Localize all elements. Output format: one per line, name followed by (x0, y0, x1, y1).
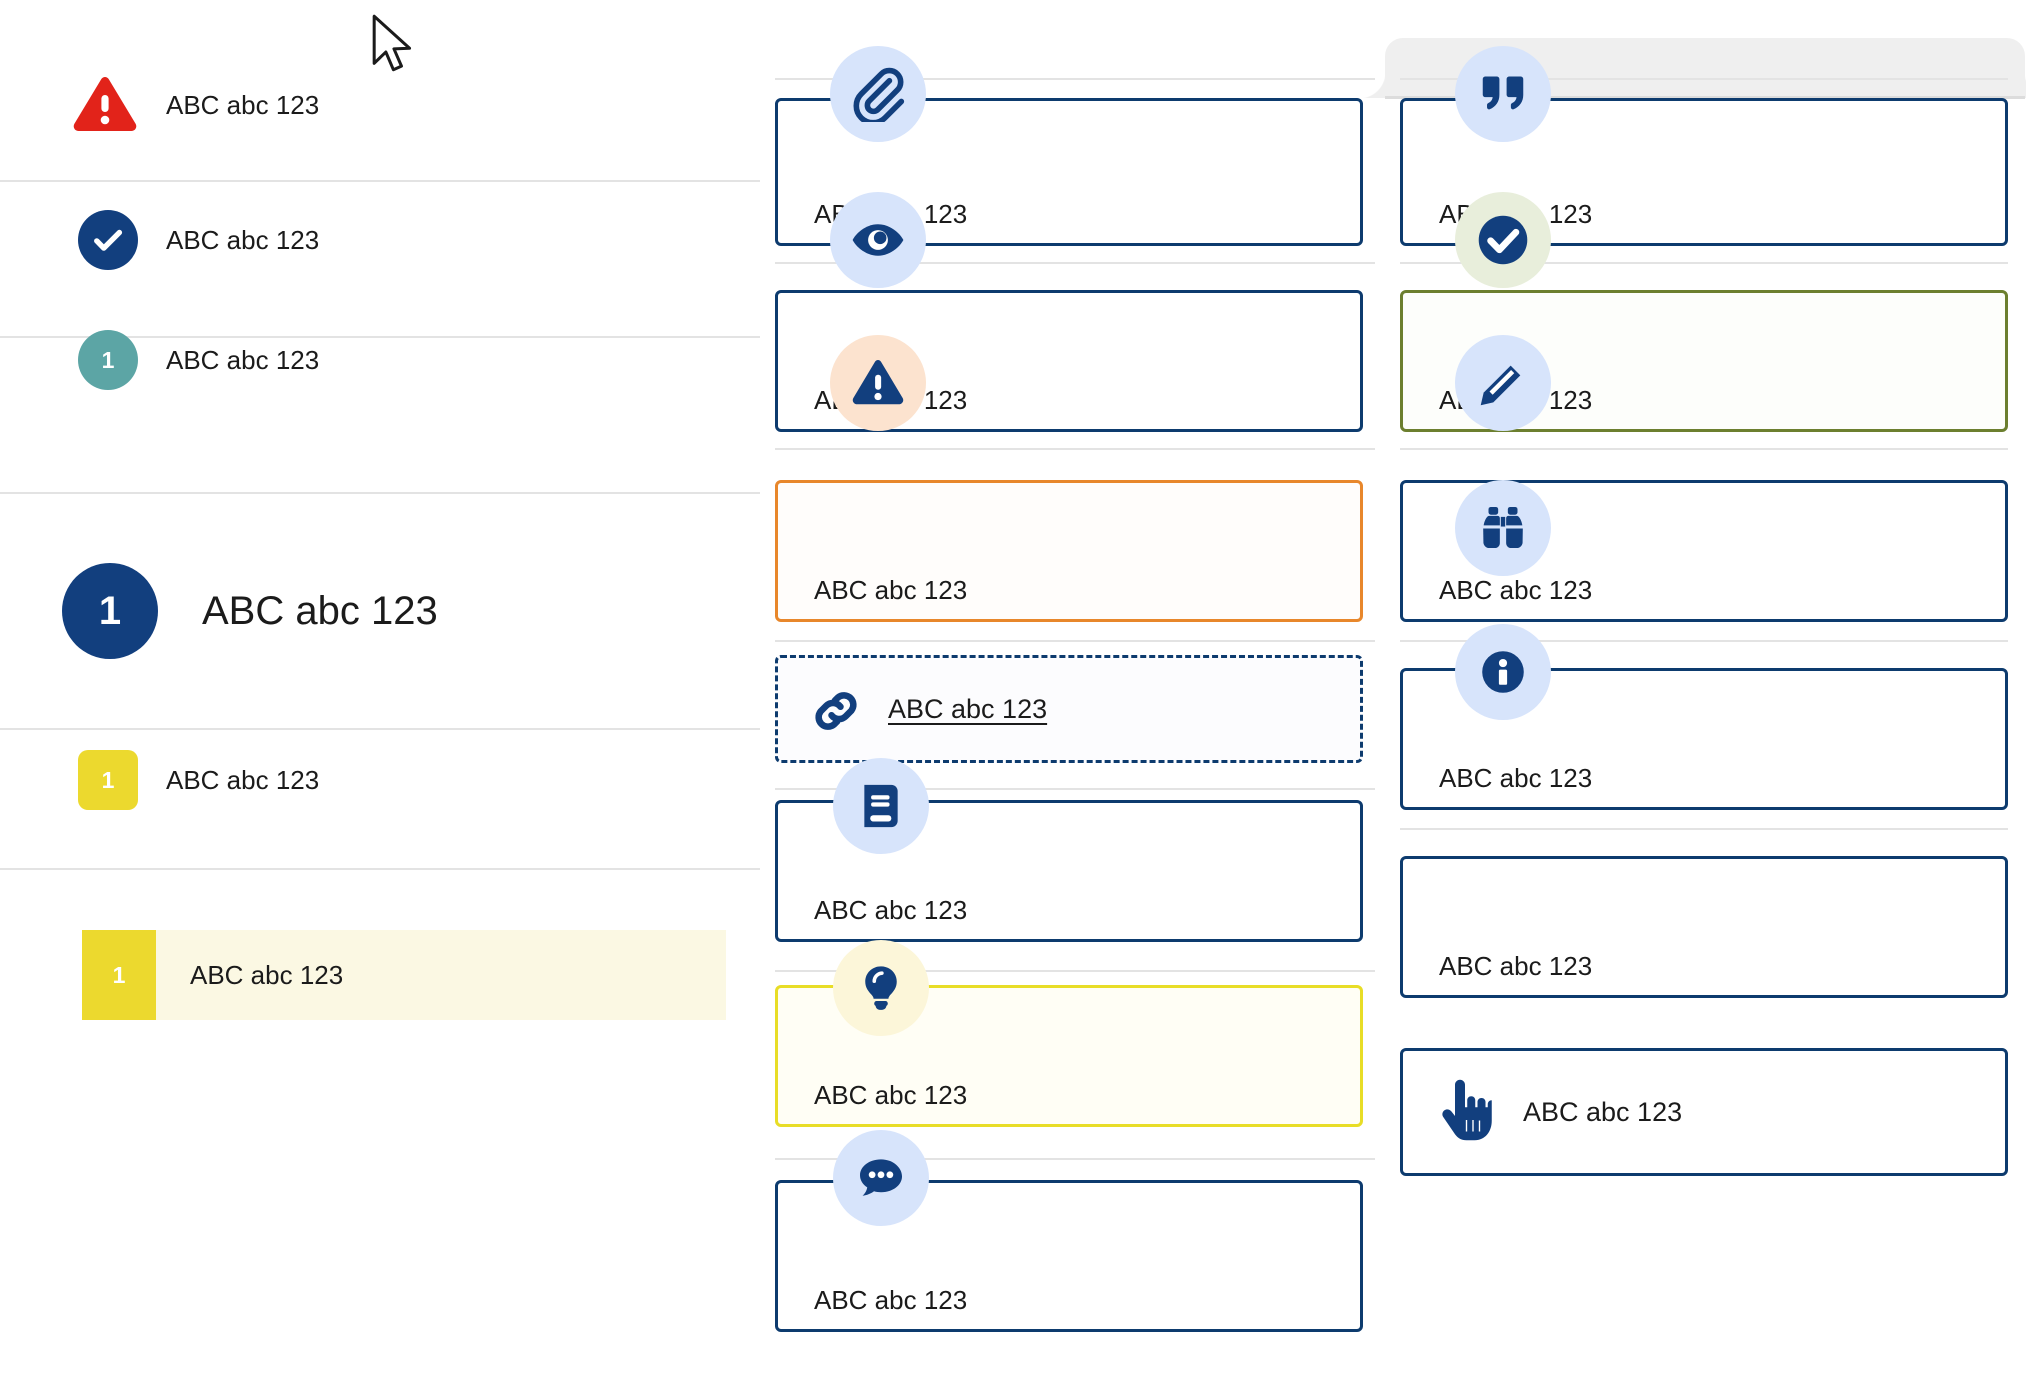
card-action[interactable]: ABC abc 123 (1400, 1048, 2008, 1176)
card-body: ABC abc 123 (814, 897, 1340, 923)
list-item-highlighted[interactable]: 1 ABC abc 123 (82, 930, 726, 1020)
book-icon (833, 758, 929, 854)
badge-number: 1 (112, 961, 126, 988)
card-separator (775, 78, 1375, 80)
card-link[interactable]: ABC abc 123 (775, 655, 1363, 763)
card-label: ABC abc 123 (814, 1080, 968, 1110)
eye-icon (830, 192, 926, 288)
background-panel-line (1385, 96, 2025, 99)
lightbulb-icon (833, 940, 929, 1036)
card-label: ABC abc 123 (814, 895, 968, 925)
pointing-hand-icon (1430, 1072, 1500, 1152)
mouse-pointer-icon (370, 14, 416, 78)
card-label: ABC abc 123 (1439, 763, 1593, 793)
badge-number: 1 (101, 346, 115, 373)
list-item-number-teal[interactable]: 1 ABC abc 123 (0, 315, 760, 405)
card-separator (775, 970, 1375, 972)
card-link-label[interactable]: ABC abc 123 (888, 693, 1048, 724)
card-body: ABC abc 123 (814, 1082, 1340, 1108)
card-separator (1400, 262, 2008, 264)
list-item-number-large[interactable]: 1 ABC abc 123 (0, 552, 760, 670)
pencil-icon (1455, 335, 1551, 431)
binoculars-icon (1455, 480, 1551, 576)
list-item-label: ABC abc 123 (166, 224, 320, 255)
link-chain-icon (807, 687, 865, 735)
card-info[interactable]: ABC abc 123 (1400, 856, 2008, 998)
list-separator (0, 728, 760, 730)
badge-number: 1 (98, 588, 122, 633)
card-separator (775, 262, 1375, 264)
card-separator (1400, 78, 2008, 80)
card-body: ABC abc 123 (1439, 765, 1985, 791)
paperclip-icon (830, 46, 926, 142)
warning-triangle-icon (72, 75, 138, 135)
info-circle-icon (1455, 624, 1551, 720)
list-separator (0, 492, 760, 494)
card-separator (775, 1158, 1375, 1160)
badge-number: 1 (101, 766, 115, 793)
number-circle-icon: 1 (62, 563, 158, 659)
list-separator (0, 868, 760, 870)
list-item-label: ABC abc 123 (166, 344, 320, 375)
card-body: ABC abc 123 (1523, 1051, 1682, 1173)
list-separator (0, 180, 760, 182)
card-body: ABC abc 123 (1439, 577, 1985, 603)
number-square-icon: 1 (78, 750, 138, 810)
card-body: ABC abc 123 (814, 1287, 1340, 1313)
list-item-label: ABC abc 123 (202, 588, 438, 633)
list-item-label: ABC abc 123 (166, 764, 320, 795)
card-separator (775, 640, 1375, 642)
check-circle-icon (1455, 192, 1551, 288)
card-separator (1400, 448, 2008, 450)
card-separator (1400, 828, 2008, 830)
card-warning[interactable]: ABC abc 123 (775, 480, 1363, 622)
check-circle-icon (78, 210, 138, 270)
list-item-label: ABC abc 123 (166, 89, 320, 120)
card-body: ABC abc 123 (814, 577, 1340, 603)
card-separator (775, 788, 1375, 790)
left-list-column: ABC abc 123 ABC abc 123 1 ABC abc 123 1 … (0, 0, 760, 1392)
number-square-icon: 1 (82, 930, 156, 1020)
card-label: ABC abc 123 (1439, 575, 1593, 605)
card-label: ABC abc 123 (1523, 1096, 1683, 1127)
list-separator (0, 336, 760, 338)
card-body: ABC abc 123 (888, 658, 1047, 760)
speech-bubble-icon (833, 1130, 929, 1226)
quote-icon (1455, 46, 1551, 142)
list-item-check[interactable]: ABC abc 123 (0, 195, 760, 285)
warning-triangle-icon (830, 335, 926, 431)
list-item-label: ABC abc 123 (190, 959, 344, 990)
list-item-number-yellow[interactable]: 1 ABC abc 123 (0, 735, 760, 825)
card-separator (775, 448, 1375, 450)
number-circle-icon: 1 (78, 330, 138, 390)
card-separator (1400, 640, 2008, 642)
list-item-warning[interactable]: ABC abc 123 (0, 60, 760, 150)
card-label: ABC abc 123 (1439, 951, 1593, 981)
card-label: ABC abc 123 (814, 1285, 968, 1315)
card-label: ABC abc 123 (814, 575, 968, 605)
card-body: ABC abc 123 (1439, 953, 1985, 979)
